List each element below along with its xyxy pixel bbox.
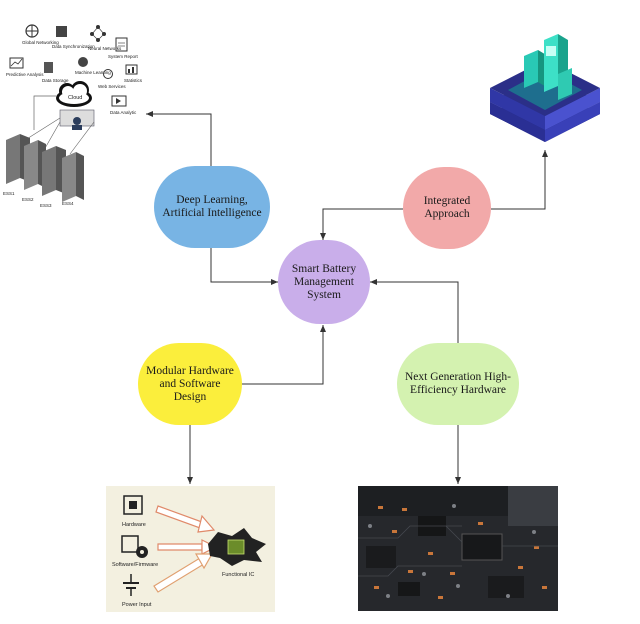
cloud-label-1: Data Synchronization (52, 44, 95, 49)
arrow-deep-learning-to-cloud (146, 111, 212, 166)
cloud-label-3: System Report (108, 54, 139, 59)
cloud-label-6: Machine Learning (75, 70, 111, 75)
machine-learning-icon (78, 57, 88, 67)
isometric-chip-illustration (490, 34, 600, 142)
statistics-icon (125, 64, 138, 75)
cloud-icon (56, 81, 92, 107)
ic-label-2: Power Input (122, 602, 152, 608)
cloud-label-2: Neural Networks (88, 46, 122, 51)
cloud-label-7: Statistics (124, 78, 143, 83)
node-integrated-approach-label: Integrated Approach (423, 195, 471, 220)
cloud-label-5: Data Storage (42, 78, 69, 83)
node-integrated-approach: Integrated Approach (403, 167, 491, 249)
arrow-deep-learning-to-smart-battery (210, 248, 278, 285)
cloud-label-4: Predictive Analysis (6, 72, 44, 77)
predictive-analysis-icon (9, 57, 24, 69)
cloud-label-9: Data Analytic (110, 110, 137, 115)
neural-network-icon (90, 25, 106, 42)
node-deep-learning: Deep Learning, Artificial Intelligence (154, 166, 270, 248)
ic-label-1: Software/Firmware (112, 562, 158, 568)
node-smart-battery: Smart Battery Management System (278, 240, 370, 324)
cloud-label-10: Cloud (68, 95, 82, 101)
ic-label-0: Hardware (122, 522, 146, 528)
node-smart-battery-label: Smart Battery Management System (291, 262, 357, 301)
hardware-chip-icon (123, 495, 143, 515)
functional-ic-chip-icon (208, 528, 266, 566)
power-input-icon (123, 574, 139, 596)
software-gear-icon (121, 535, 148, 558)
server-label-3: ESS4 (62, 201, 74, 206)
server-rack-icon (6, 134, 84, 202)
input-arrows (153, 505, 218, 593)
functional-ic-figure: Hardware Software/Firmware Power Input F… (106, 486, 275, 612)
ic-label-3: Functional IC (222, 572, 254, 578)
server-label-1: ESS2 (22, 197, 34, 202)
cloud-computing-illustration: Global Networking Data Synchronization N… (3, 24, 143, 208)
functional-ic-illustration: Hardware Software/Firmware Power Input F… (112, 495, 266, 608)
data-sync-icon (56, 26, 67, 37)
arrow-modular-to-smart-battery (241, 325, 326, 385)
isometric-chip-figure (488, 30, 602, 152)
web-services-icon (103, 69, 113, 79)
node-modular-design: Modular Hardware and Software Design (138, 343, 242, 425)
operator-desk-icon (59, 109, 95, 130)
cloud-label-8: Web Services (98, 84, 126, 89)
node-modular-design-label: Modular Hardware and Software Design (146, 364, 234, 403)
node-next-generation-label: Next Generation High-Efficiency Hardware (404, 371, 512, 396)
server-label-0: ESS1 (3, 191, 15, 196)
arrow-integrated-to-smart-battery (320, 208, 403, 240)
global-networking-icon (25, 24, 39, 38)
circuit-board-photo (358, 486, 558, 611)
cloud-label-0: Global Networking (22, 40, 59, 45)
arrow-integrated-to-chip (491, 150, 548, 210)
node-next-generation: Next Generation High-Efficiency Hardware (397, 343, 519, 425)
cloud-computing-figure: Global Networking Data Synchronization N… (0, 18, 146, 208)
data-analytic-icon (111, 95, 127, 107)
data-storage-icon (44, 62, 53, 73)
arrow-smart-battery-next-gen (370, 279, 459, 343)
system-report-icon (115, 37, 128, 52)
server-label-2: ESS3 (40, 203, 52, 208)
circuit-board-illustration (358, 486, 558, 611)
node-deep-learning-label: Deep Learning, Artificial Intelligence (162, 194, 262, 219)
